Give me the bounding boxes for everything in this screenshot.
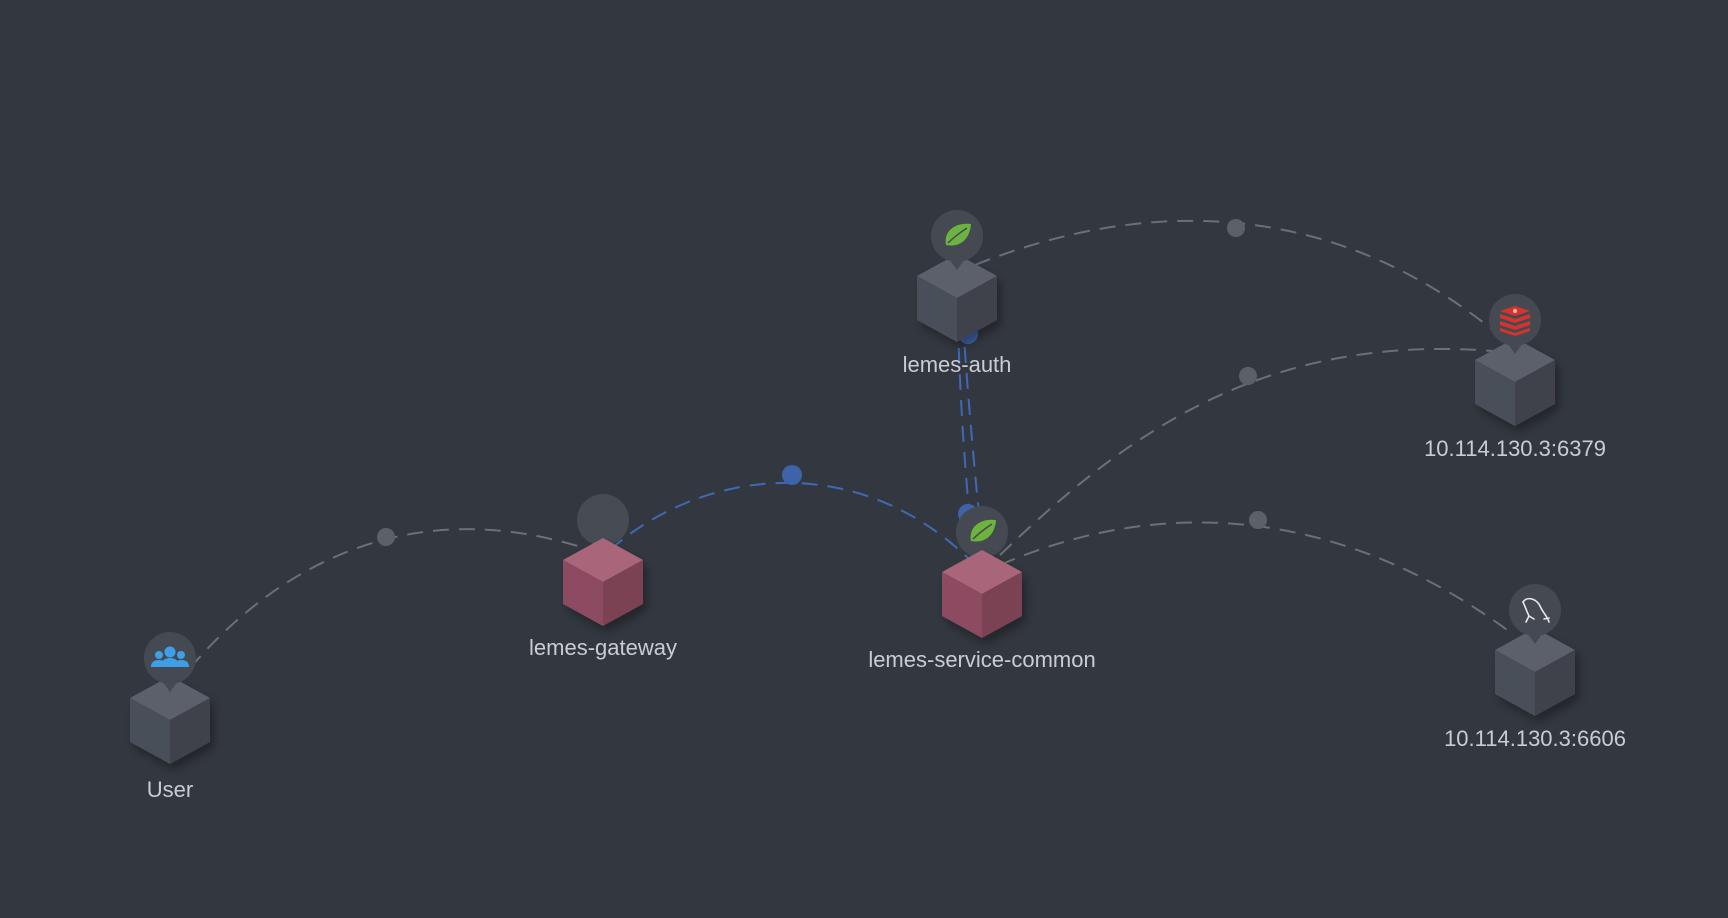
node-mysql[interactable]: 10.114.130.3:6606 (1444, 584, 1626, 751)
node-label: lemes-gateway (529, 635, 677, 660)
edge-gateway-common[interactable] (609, 481, 979, 569)
redis-icon (1500, 306, 1530, 336)
edge-user-gateway[interactable] (189, 528, 591, 669)
edge-common-redis[interactable] (999, 348, 1506, 556)
mysql-dolphin-icon (1522, 597, 1550, 623)
node-label: lemes-auth (903, 352, 1012, 377)
spring-leaf-icon (945, 223, 971, 246)
node-badge (1489, 294, 1541, 354)
edges-layer (189, 219, 1511, 669)
node-badge (1509, 584, 1561, 644)
node-label: User (147, 777, 193, 802)
edge-dots-layer (377, 219, 1267, 546)
node-lemes-auth[interactable]: lemes-auth (903, 210, 1012, 377)
edge-dot[interactable] (1249, 511, 1267, 529)
users-icon (151, 646, 189, 667)
edge-dot[interactable] (377, 528, 395, 546)
spring-leaf-icon (970, 519, 996, 542)
node-redis[interactable]: 10.114.130.3:6379 (1424, 294, 1606, 461)
edge-dot[interactable] (782, 465, 802, 485)
cube-shape (942, 550, 1022, 638)
edge-auth-redis[interactable] (974, 219, 1506, 341)
node-label: lemes-service-common (868, 647, 1095, 672)
node-user[interactable]: User (130, 632, 210, 802)
cube-shape (563, 538, 643, 626)
node-label: 10.114.130.3:6379 (1424, 436, 1606, 461)
edge-common-mysql[interactable] (999, 521, 1511, 633)
node-lemes-service-common[interactable]: lemes-service-common (868, 506, 1096, 672)
edge-dot[interactable] (1239, 367, 1257, 385)
node-badge (144, 632, 196, 692)
cube-shape (130, 676, 210, 764)
edge-dot[interactable] (1227, 219, 1245, 237)
cube-shape (1475, 338, 1555, 426)
cube-shape (917, 254, 997, 342)
cube-shape (1495, 628, 1575, 716)
node-lemes-gateway[interactable]: lemes-gateway (529, 494, 677, 660)
node-label: 10.114.130.3:6606 (1444, 726, 1626, 751)
node-badge (931, 210, 983, 270)
